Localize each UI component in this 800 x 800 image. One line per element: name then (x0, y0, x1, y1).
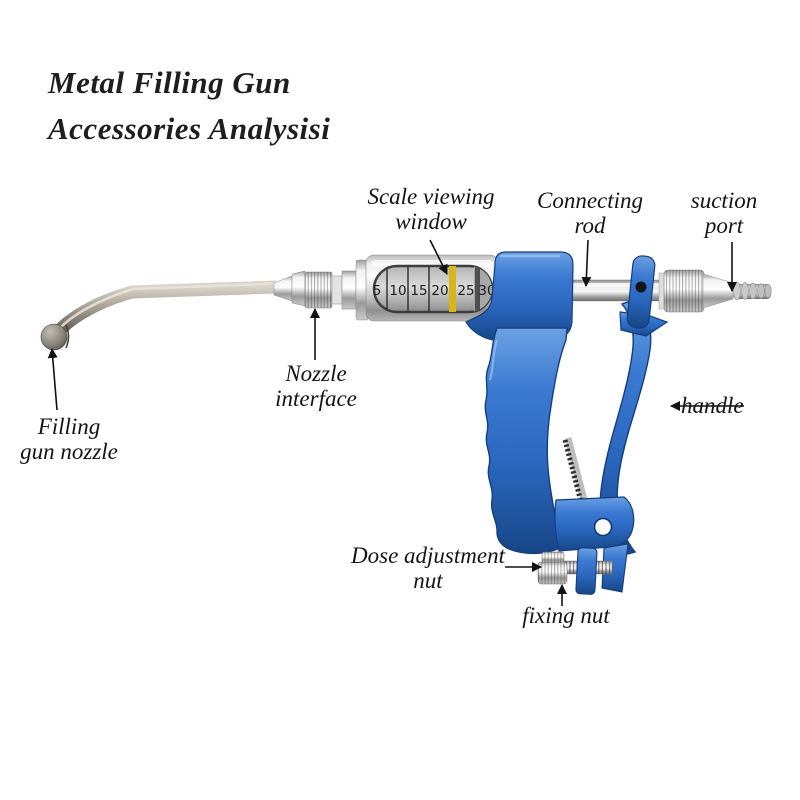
nozzle-tube (52, 280, 277, 338)
yellow-scale-marker (449, 266, 456, 312)
filling-gun-nozzle-part (40, 280, 277, 351)
page-title: Metal Filling Gun Accessories Analysisi (48, 60, 330, 152)
scale-value: 15 (410, 283, 427, 299)
scale-value: 20 (431, 283, 448, 299)
grip-part (484, 327, 568, 554)
label-connecting-rod-line1: Connecting (536, 188, 644, 213)
grip-highlight (488, 339, 499, 381)
label-connecting-rod: Connecting rod (537, 188, 643, 238)
scale-value: 25 (457, 283, 474, 299)
nut-assembly-part (537, 543, 629, 595)
label-filling-gun-nozzle-line2: gun nozzle (20, 439, 118, 464)
scale-value: 10 (389, 283, 406, 299)
suction-port-part (658, 269, 772, 313)
label-handle: handle (681, 393, 744, 418)
title-line2: Accessories Analysisi (48, 111, 331, 146)
label-nozzle-interface: Nozzle interface (275, 361, 357, 411)
label-suction-port-line2: port (704, 213, 744, 238)
scale-value: 30 (478, 283, 495, 299)
title-line1: Metal Filling Gun (48, 65, 291, 100)
body-block-part (465, 251, 574, 342)
arrow-filling-nozzle (47, 348, 58, 411)
label-dose-adjustment-nut: Dose adjustment nut (351, 543, 505, 593)
arrow-connecting-rod (581, 239, 592, 287)
label-nozzle-interface-line1: Nozzle (285, 361, 347, 386)
scale-value: 5 (373, 283, 382, 299)
label-scale-viewing-window: Scale viewing window (367, 184, 494, 234)
nozzle-ball-seam (65, 324, 70, 349)
label-scale-viewing-window-line1: Scale viewing (367, 184, 495, 209)
nozzle-tube-highlight (58, 282, 276, 330)
label-scale-viewing-window-line2: window (395, 209, 467, 234)
rear-tab (601, 543, 629, 593)
label-connecting-rod-line2: rod (574, 213, 606, 238)
arrow-scale-window (429, 239, 448, 275)
callout-arrows (47, 239, 744, 606)
label-filling-gun-nozzle: Filling gun nozzle (20, 414, 118, 464)
foot-hole (593, 517, 613, 537)
label-filling-gun-nozzle-line1: Filling (37, 414, 101, 439)
label-fixing-nut: fixing nut (522, 603, 610, 628)
pivot-pin (635, 281, 647, 293)
label-nozzle-interface-line2: interface (275, 386, 357, 411)
knurl-texture (305, 272, 332, 308)
label-dose-adjustment-nut-line2: nut (413, 568, 443, 593)
foot-part (554, 496, 635, 552)
label-suction-port-line1: suction (690, 188, 758, 213)
knurl-texture (664, 270, 704, 312)
label-suction-port: suction port (691, 188, 757, 238)
label-dose-adjustment-nut-line1: Dose adjustment (351, 543, 505, 568)
nozzle-ball-tip (40, 323, 68, 351)
nozzle-interface-part (273, 270, 357, 310)
barrel-part: 5 10 15 20 25 30 (355, 254, 499, 322)
front-tab (575, 547, 598, 595)
scale-markings: 5 10 15 20 25 30 (373, 266, 495, 312)
